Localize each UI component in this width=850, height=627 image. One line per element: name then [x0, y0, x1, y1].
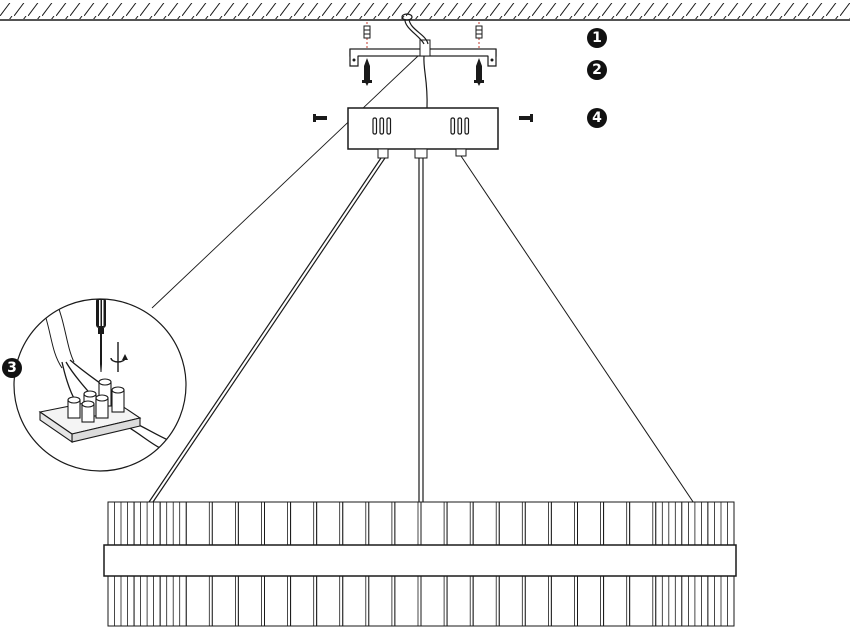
upper-panel: [629, 501, 657, 546]
upper-panel: [472, 501, 500, 546]
lower-panel: [577, 575, 605, 627]
lower-panel: [264, 575, 292, 627]
ceiling-hatch: [0, 3, 850, 19]
screw-icon: [362, 58, 372, 86]
ring-band: [103, 544, 737, 577]
lower-panel: [446, 575, 474, 627]
chandelier-ring: [103, 501, 737, 627]
screwdriver-icon: [96, 299, 106, 372]
lower-panel: [316, 575, 344, 627]
step-badge-3-label: 3: [7, 360, 17, 376]
upper-panel: [264, 501, 292, 546]
step-badge-2-circle: [587, 60, 607, 80]
upper-panel: [237, 501, 265, 546]
cable-grip-right: [455, 148, 467, 157]
lower-panel: [472, 575, 500, 627]
crystal-panels-upper: [107, 501, 735, 546]
upper-panel: [603, 501, 631, 546]
upper-panel: [316, 501, 344, 546]
canopy-box: [347, 107, 499, 150]
upper-panel: [394, 501, 422, 546]
upper-panel: [577, 501, 605, 546]
terminal-block-icon: [38, 378, 142, 444]
lower-panel: [498, 575, 526, 627]
lower-panel: [394, 575, 422, 627]
rotate-arrow-icon: [110, 342, 128, 372]
canopy-vents-right: [450, 117, 470, 135]
screw-icon: [474, 58, 484, 86]
bracket-tab-right: [487, 49, 497, 67]
bracket-tab-left: [349, 49, 359, 67]
step-badge-4-circle: [587, 108, 607, 128]
step-badge-3: 3: [2, 358, 22, 378]
lower-panel: [420, 575, 448, 627]
step-badge-4: 4: [587, 108, 607, 128]
wiring-detail-magnifier: [13, 298, 187, 472]
upper-panel: [550, 501, 579, 546]
lower-panel: [185, 575, 213, 627]
lower-panel: [342, 575, 370, 627]
wall-anchor-icon: [475, 25, 483, 39]
supply-wires: [401, 13, 429, 109]
ceiling: [0, 3, 850, 21]
detail-leader-line: [151, 55, 419, 309]
mounting-hardware: [362, 22, 484, 86]
upper-panel: [185, 501, 213, 546]
lower-panel: [629, 575, 657, 627]
lower-panel: [550, 575, 579, 627]
mounting-bracket: [349, 39, 497, 67]
upper-panel: [342, 501, 370, 546]
step-badge-1-label: 1: [592, 30, 602, 46]
canopy-side-screw-right: [519, 114, 533, 122]
step-badge-4-label: 4: [592, 110, 602, 126]
lower-panel: [290, 575, 318, 627]
upper-panel: [211, 501, 239, 546]
step-badge-2-label: 2: [592, 62, 602, 78]
canopy-vents-left: [372, 117, 392, 135]
upper-panel: [498, 501, 526, 546]
step-badge-1-circle: [587, 28, 607, 48]
upper-panel: [420, 501, 448, 546]
crystal-panels-lower: [107, 575, 735, 627]
lower-panel: [603, 575, 631, 627]
upper-panel: [446, 501, 474, 546]
step-badge-3-circle: [2, 358, 22, 378]
bracket-connector: [419, 39, 431, 57]
cable-grip-left: [377, 148, 389, 159]
canopy: [347, 107, 499, 159]
step-badge-2: 2: [587, 60, 607, 80]
lower-panel: [211, 575, 239, 627]
suspension-cables: [146, 155, 723, 546]
lower-panel: [524, 575, 552, 627]
lower-panel: [368, 575, 396, 627]
cable-grip-center: [414, 148, 428, 159]
upper-panel: [290, 501, 318, 546]
canopy-side-screw-left: [313, 114, 327, 122]
wall-anchor-icon: [363, 25, 371, 39]
lower-panel: [237, 575, 265, 627]
step-badge-1: 1: [587, 28, 607, 48]
upper-panel: [524, 501, 552, 546]
upper-panel: [368, 501, 396, 546]
